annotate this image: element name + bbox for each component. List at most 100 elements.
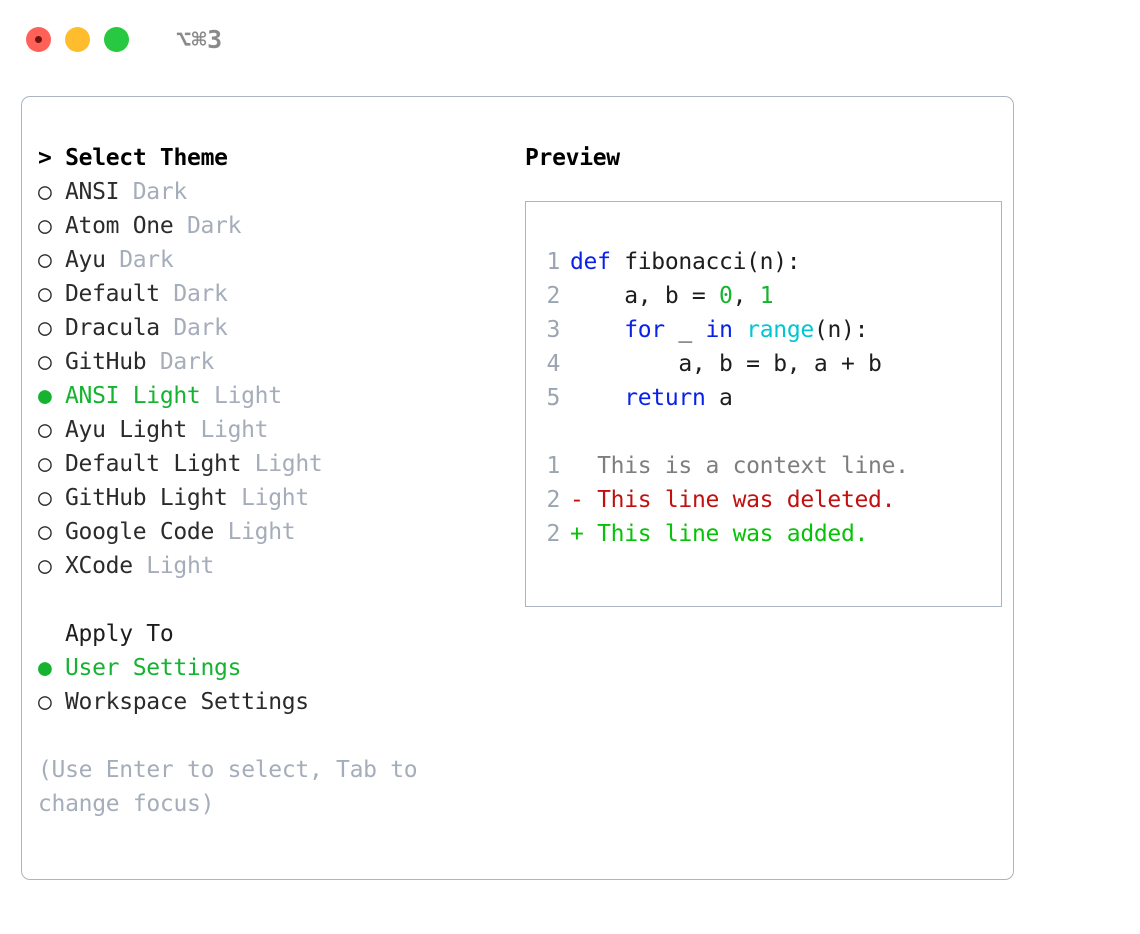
code-line-content: def fibonacci(n):	[570, 245, 801, 279]
code-token-plain: (n):	[813, 317, 869, 343]
title-bar: ⌥⌘3	[0, 0, 1140, 78]
theme-option-github[interactable]: ○GitHub Dark	[38, 345, 508, 379]
diff-marker	[570, 449, 597, 483]
diff-sample: 1 This is a context line. 2- This line wa…	[526, 449, 1001, 551]
theme-option-atom-one[interactable]: ○ Atom One Dark	[38, 209, 508, 243]
theme-option-list: ○ANSI Dark○Atom One Dark○Ayu Dark○Defaul…	[38, 175, 508, 583]
code-token-plain: _	[664, 317, 706, 343]
code-line: 1 def fibonacci(n):	[526, 245, 1001, 279]
code-diff-separator	[526, 415, 1001, 449]
radio-unselected-icon: ○	[38, 179, 52, 205]
code-token-kw: in	[705, 317, 733, 343]
code-token-kw: for	[624, 317, 665, 343]
diff-line-text: This line was deleted.	[597, 487, 896, 513]
theme-option-dracula[interactable]: ○Dracula Dark	[38, 311, 508, 345]
code-line: 3 for _ in range(n):	[526, 313, 1001, 347]
radio-selected-icon: ●	[38, 655, 52, 681]
theme-variant-tag: Dark	[159, 315, 228, 341]
code-token-plain	[570, 317, 624, 343]
theme-variant-tag: Light	[241, 451, 323, 477]
theme-variant-tag: Light	[227, 485, 309, 511]
theme-option-google-code[interactable]: ○ Google Code Light	[38, 515, 508, 549]
apply-to-option-user-settings[interactable]: ● User Settings	[38, 651, 508, 685]
line-number: 3	[546, 317, 560, 343]
diff-marker: -	[570, 487, 598, 513]
code-line-content: for _ in range(n):	[570, 313, 868, 347]
theme-variant-tag: Dark	[119, 179, 188, 205]
apply-to-option-workspace-settings[interactable]: ○Workspace Settings	[38, 685, 508, 719]
code-line: 2 a, b = 0, 1	[526, 279, 1001, 313]
theme-selector-column: > Select Theme ○ANSI Dark○Atom One Dark○…	[38, 141, 508, 879]
theme-option-default-light[interactable]: ○ Default Light Light	[38, 447, 508, 481]
theme-variant-tag: Light	[214, 519, 296, 545]
minimize-button[interactable]	[65, 26, 90, 52]
diff-marker: +	[570, 521, 598, 547]
diff-line-add: 2+ This line was added.	[526, 517, 1001, 551]
line-number: 5	[546, 385, 560, 411]
radio-selected-icon: ●	[38, 383, 52, 409]
theme-option-label: GitHub	[65, 349, 147, 375]
code-token-plain: a, b =	[570, 283, 720, 309]
theme-variant-tag: Dark	[173, 213, 242, 239]
code-token-kw: return	[624, 385, 706, 411]
code-token-num: 0	[719, 283, 733, 309]
spacer	[38, 583, 508, 617]
theme-option-label: Ayu Light	[65, 417, 187, 443]
radio-unselected-icon: ○	[38, 519, 52, 545]
radio-unselected-icon: ○	[38, 213, 52, 239]
code-line-content: a, b = b, a + b	[570, 347, 882, 381]
theme-option-label: ANSI	[65, 179, 120, 205]
radio-unselected-icon: ○	[38, 451, 52, 477]
code-line-content: a, b = 0, 1	[570, 279, 773, 313]
keyboard-hint-text: (Use Enter to select, Tab to change focu…	[38, 757, 418, 817]
code-token-plain	[733, 317, 747, 343]
code-line: 5 return a	[526, 381, 1001, 415]
theme-option-ansi[interactable]: ○ ANSI Dark	[38, 175, 508, 209]
apply-to-heading: Apply To	[65, 621, 174, 647]
code-line-content: return a	[570, 381, 733, 415]
apply-to-option-label: Workspace Settings	[65, 689, 309, 715]
theme-option-default[interactable]: ○Default Dark	[38, 277, 508, 311]
code-token-plain: a, b = b, a + b	[570, 351, 882, 377]
maximize-button[interactable]	[104, 26, 129, 52]
radio-unselected-icon: ○	[38, 281, 52, 307]
diff-line-ctx: 1 This is a context line.	[526, 449, 1001, 483]
theme-option-ayu-light[interactable]: ○ Ayu Light Light	[38, 413, 508, 447]
theme-option-xcode[interactable]: ○XCode Light	[38, 549, 508, 583]
keyboard-shortcut-label: ⌥⌘3	[176, 24, 223, 54]
theme-option-label: Atom One	[65, 213, 174, 239]
theme-variant-tag: Light	[186, 417, 269, 443]
theme-option-ayu[interactable]: ○Ayu Dark	[38, 243, 508, 277]
apply-to-option-list: ● User Settings ○Workspace Settings	[38, 651, 508, 719]
theme-option-ansi-light[interactable]: ●ANSI Light Light	[38, 379, 508, 413]
close-button[interactable]	[26, 26, 51, 52]
preview-heading: Preview	[525, 145, 620, 171]
theme-option-label: Default Light	[65, 451, 242, 477]
line-number: 1	[546, 249, 560, 275]
code-token-plain: a	[705, 385, 733, 411]
theme-variant-tag: Light	[200, 383, 282, 409]
diff-line-text: This is a context line.	[597, 453, 909, 479]
radio-unselected-icon: ○	[38, 485, 52, 511]
code-token-fn: range	[746, 317, 814, 343]
theme-option-github-light[interactable]: ○ GitHub Light Light	[38, 481, 508, 515]
select-theme-heading: > Select Theme	[38, 145, 228, 171]
theme-option-label: XCode	[65, 553, 133, 579]
theme-option-label: Ayu	[65, 247, 106, 273]
apply-to-option-label: User Settings	[65, 655, 242, 681]
diff-line-text: This line was added.	[597, 521, 869, 547]
radio-unselected-icon: ○	[38, 553, 52, 579]
radio-unselected-icon: ○	[38, 417, 52, 443]
line-number: 2	[546, 283, 560, 309]
code-line: 4 a, b = b, a + b	[526, 347, 1001, 381]
line-number: 4	[546, 351, 560, 377]
line-number: 2	[546, 487, 560, 513]
theme-option-label: Dracula	[65, 315, 160, 341]
theme-option-label: GitHub Light	[65, 485, 228, 511]
theme-option-label: Default	[65, 281, 160, 307]
theme-option-label: Google Code	[65, 519, 215, 545]
